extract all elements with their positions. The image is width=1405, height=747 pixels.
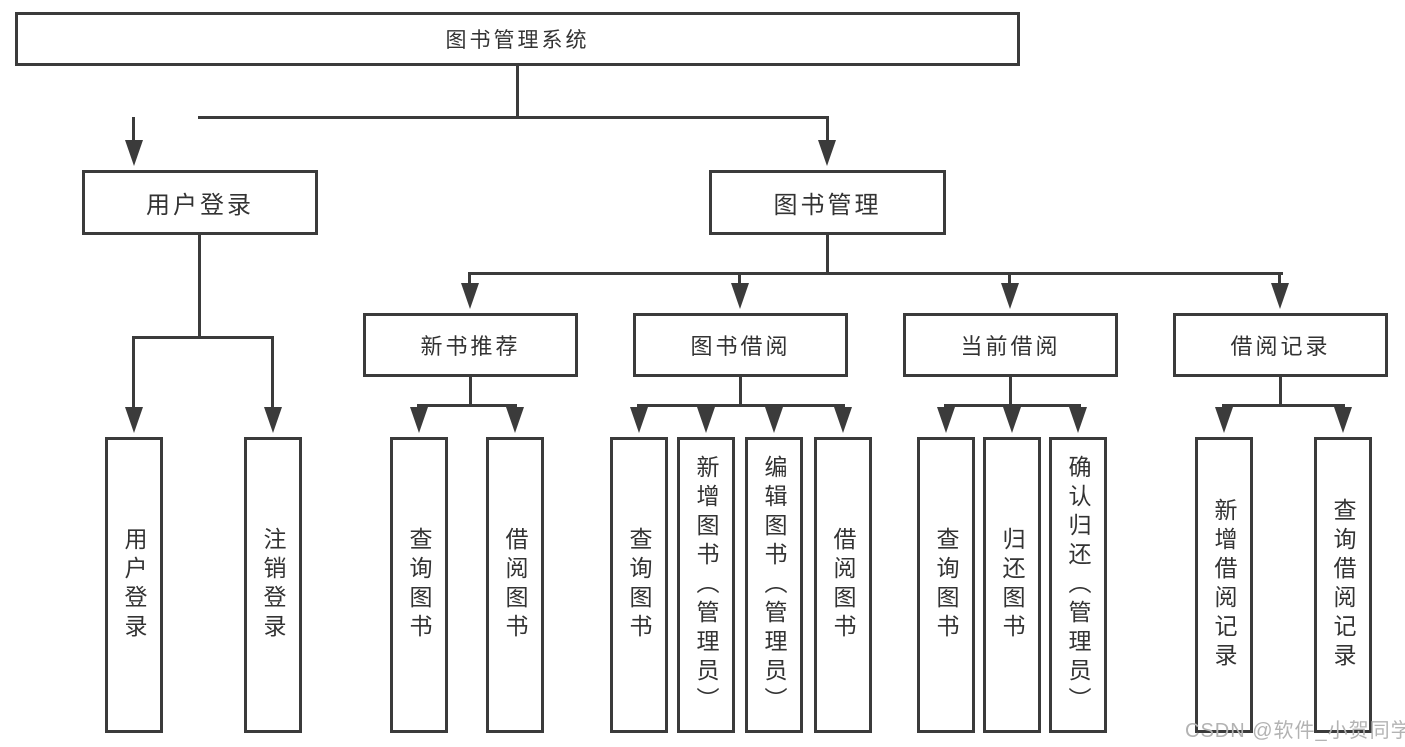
arrowhead-leaf-logout: [264, 407, 282, 433]
leaf-user-login-label: 用户登录: [121, 527, 147, 643]
connector-book-borrow-stub: [739, 377, 742, 407]
arrowhead-borrow-records: [1271, 283, 1289, 309]
leaf-return-books-label: 归还图书: [999, 527, 1025, 643]
node-user-login: 用户登录: [82, 170, 318, 235]
connector-current-borrow-stub: [1009, 377, 1012, 407]
node-new-book-recommend-label: 新书推荐: [420, 334, 521, 359]
node-borrow-records-label: 借阅记录: [1230, 334, 1331, 359]
leaf-borrow-books-2: 借阅图书: [814, 437, 872, 733]
arrowhead-leaf-query-books-2: [630, 407, 648, 433]
connector-book-borrow-split: [637, 404, 845, 407]
arrowhead-leaf-return-books: [1003, 407, 1021, 433]
connector-to-leaf-logout: [271, 337, 274, 411]
leaf-borrow-books-1-label: 借阅图书: [502, 527, 528, 643]
arrowhead-current-borrow: [1001, 283, 1019, 309]
connector-to-user-login: [132, 117, 135, 145]
leaf-query-books-3: 查询图书: [917, 437, 975, 733]
arrowhead-leaf-add-record: [1215, 407, 1233, 433]
arrowhead-leaf-borrow-books-1: [506, 407, 524, 433]
node-current-borrow-label: 当前借阅: [960, 334, 1061, 359]
connector-borrow-records-stub: [1279, 377, 1282, 407]
leaf-add-books-admin: 新增图书（管理员）: [677, 437, 735, 733]
arrowhead-leaf-user-login: [125, 407, 143, 433]
csdn-watermark: CSDN @软件_小贺同学: [1185, 720, 1405, 742]
node-book-management-label: 图书管理: [773, 192, 882, 219]
leaf-query-books-2: 查询图书: [610, 437, 668, 733]
arrowhead-new-book: [461, 283, 479, 309]
arrowhead-leaf-edit-books: [765, 407, 783, 433]
connector-root-stub: [516, 66, 519, 119]
leaf-confirm-return-admin: 确认归还（管理员）: [1049, 437, 1107, 733]
node-book-management: 图书管理: [709, 170, 946, 235]
leaf-query-books-1-label: 查询图书: [406, 527, 432, 643]
connector-user-login-stub: [198, 235, 201, 338]
leaf-add-books-admin-label: 新增图书（管理员）: [693, 454, 719, 716]
leaf-query-borrow-record-label: 查询借阅记录: [1330, 498, 1356, 672]
node-root: 图书管理系统: [15, 12, 1020, 66]
leaf-query-books-2-label: 查询图书: [626, 527, 652, 643]
arrowhead-leaf-query-books-3: [937, 407, 955, 433]
arrowhead-leaf-add-books: [697, 407, 715, 433]
node-book-borrow: 图书借阅: [633, 313, 848, 377]
leaf-return-books: 归还图书: [983, 437, 1041, 733]
connector-to-leaf-user-login: [132, 337, 135, 411]
arrowhead-leaf-borrow-books-2: [834, 407, 852, 433]
leaf-borrow-books-2-label: 借阅图书: [830, 527, 856, 643]
leaf-confirm-return-admin-label: 确认归还（管理员）: [1065, 454, 1091, 716]
leaf-logout: 注销登录: [244, 437, 302, 733]
leaf-logout-label: 注销登录: [260, 527, 286, 643]
leaf-add-borrow-record: 新增借阅记录: [1195, 437, 1253, 733]
connector-to-book-borrow: [738, 273, 741, 287]
leaf-edit-books-admin: 编辑图书（管理员）: [745, 437, 803, 733]
node-root-label: 图书管理系统: [445, 29, 590, 52]
leaf-query-books-1: 查询图书: [390, 437, 448, 733]
connector-level3-split: [468, 272, 1283, 275]
leaf-add-borrow-record-label: 新增借阅记录: [1211, 498, 1237, 672]
arrowhead-book-borrow: [731, 283, 749, 309]
arrowhead-leaf-query-books-1: [410, 407, 428, 433]
leaf-edit-books-admin-label: 编辑图书（管理员）: [761, 454, 787, 716]
connector-borrow-records-split: [1222, 404, 1345, 407]
connector-to-book-management: [826, 117, 829, 145]
connector-new-book-split: [417, 404, 517, 407]
node-book-borrow-label: 图书借阅: [690, 334, 791, 359]
connector-book-management-stub: [826, 235, 829, 275]
node-user-login-label: 用户登录: [146, 192, 254, 219]
leaf-borrow-books-1: 借阅图书: [486, 437, 544, 733]
leaf-user-login: 用户登录: [105, 437, 163, 733]
arrowhead-leaf-query-record: [1334, 407, 1352, 433]
connector-to-new-book: [468, 273, 471, 287]
connector-level2-split: [198, 116, 829, 119]
arrowhead-user-login: [125, 140, 143, 166]
connector-user-login-split: [132, 336, 274, 339]
connector-to-borrow-records: [1278, 273, 1281, 287]
arrowhead-book-management: [818, 140, 836, 166]
leaf-query-borrow-record: 查询借阅记录: [1314, 437, 1372, 733]
node-borrow-records: 借阅记录: [1173, 313, 1388, 377]
node-current-borrow: 当前借阅: [903, 313, 1118, 377]
connector-new-book-stub: [469, 377, 472, 407]
node-new-book-recommend: 新书推荐: [363, 313, 578, 377]
leaf-query-books-3-label: 查询图书: [933, 527, 959, 643]
connector-to-current-borrow: [1008, 273, 1011, 287]
arrowhead-leaf-confirm-return: [1069, 407, 1087, 433]
